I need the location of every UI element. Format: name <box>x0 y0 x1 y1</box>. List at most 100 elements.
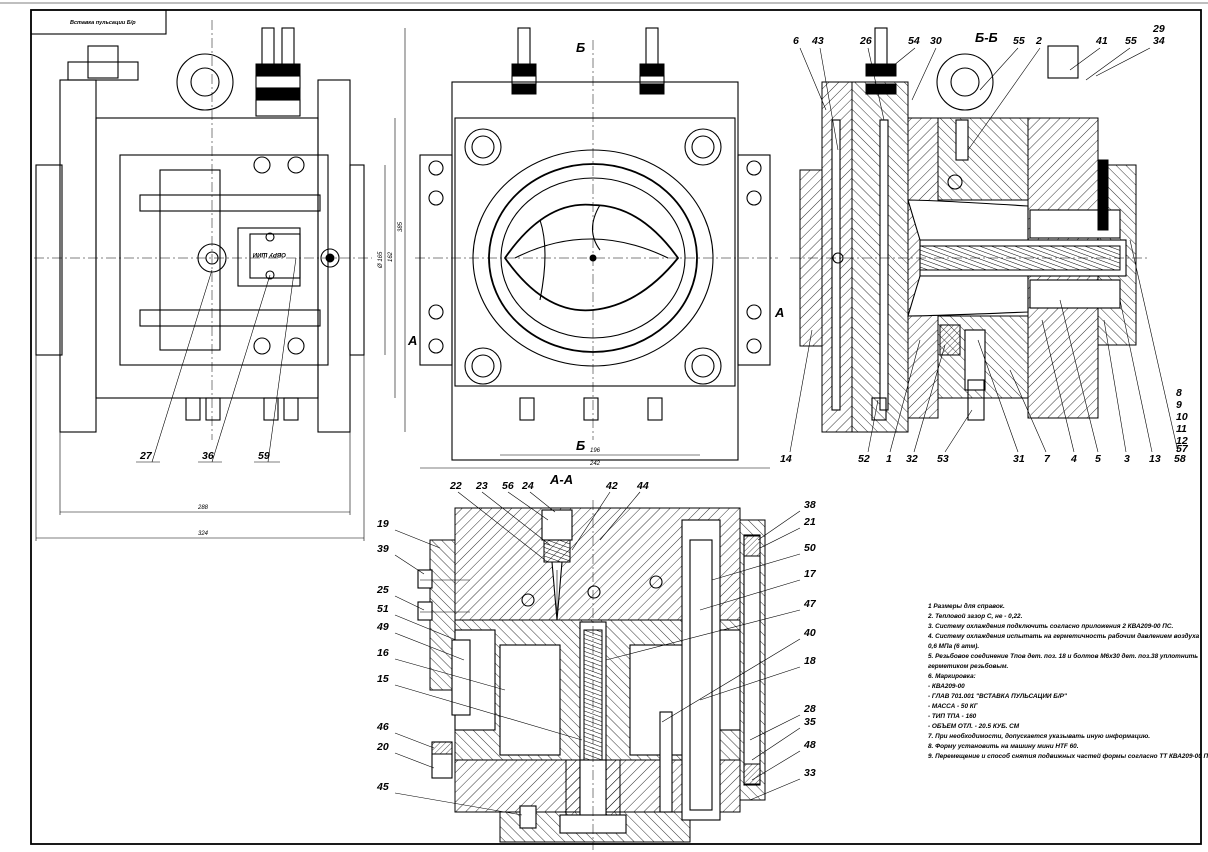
cut-label-b-bottom: Б <box>576 438 585 453</box>
balloon-41: 41 <box>1095 35 1108 47</box>
balloon-4: 4 <box>1070 453 1077 465</box>
balloon-35: 35 <box>804 716 816 728</box>
balloon-34: 34 <box>1153 35 1165 47</box>
balloon-50: 50 <box>804 542 816 554</box>
front-balloons: 27 36 59 <box>136 257 297 463</box>
balloon-8: 8 <box>1176 387 1182 399</box>
note-7: 7. При необходимости, допускается указыв… <box>928 732 1150 740</box>
balloon-12: 12 <box>1176 435 1188 447</box>
balloon-19: 19 <box>377 518 389 530</box>
dim-top-width: 242 <box>589 461 601 467</box>
balloon-31: 31 <box>1013 453 1025 465</box>
balloon-48: 48 <box>803 739 816 751</box>
balloon-38: 38 <box>804 499 816 511</box>
balloon-55b: 55 <box>1125 35 1137 47</box>
note-6b: - ГЛАВ 701.001 "ВСТАВКА ПУЛЬСАЦИИ Б/Р" <box>928 693 1068 700</box>
dim-h3: 162 <box>388 251 394 262</box>
balloon-16: 16 <box>377 647 389 659</box>
balloon-55a: 55 <box>1013 35 1025 47</box>
section-bb-label: Б-Б <box>975 30 998 45</box>
note-2: 2. Тепловой зазор С, не - 0,22. <box>927 612 1023 620</box>
balloon-11: 11 <box>1176 423 1187 435</box>
balloon-49: 49 <box>376 621 389 633</box>
balloon-28: 28 <box>803 703 816 715</box>
note-6c: - МАССА - 50 КГ <box>928 703 979 710</box>
balloon-17: 17 <box>804 568 817 580</box>
balloon-6: 6 <box>793 35 799 47</box>
balloon-43: 43 <box>811 35 824 47</box>
cut-label-a-right: А <box>774 305 784 320</box>
section-bb-balloons: 6 43 26 54 30 55 2 41 55 29 34 14 52 <box>780 23 1189 465</box>
balloon-15: 15 <box>377 673 389 685</box>
balloon-47: 47 <box>803 598 817 610</box>
balloon-56: 56 <box>502 480 514 492</box>
note-3: 3. Систему охлаждения подключить согласн… <box>928 622 1173 630</box>
note-6e: - ОБЪЕМ ОТЛ. - 20.5 КУБ. СМ <box>928 723 1020 730</box>
balloon-42: 42 <box>605 480 618 492</box>
balloon-45: 45 <box>376 781 389 793</box>
section-aa-label: А-А <box>549 472 573 487</box>
balloon-24: 24 <box>521 480 534 492</box>
note-4: 4. Систему охлаждения испытать на гермет… <box>927 632 1200 640</box>
section-aa-view: А-А <box>417 472 766 850</box>
balloon-14: 14 <box>780 453 792 465</box>
balloon-39: 39 <box>377 543 389 555</box>
balloon-32: 32 <box>906 453 918 465</box>
balloon-36: 36 <box>202 450 214 462</box>
balloon-30: 30 <box>930 35 942 47</box>
sheet-frame <box>30 9 1202 845</box>
title-block-label: Вставка пульсации Б/р <box>70 20 136 26</box>
note-5b: герметиком резьбовым. <box>928 662 1009 670</box>
note-6a: - КВА209-00 <box>928 683 965 690</box>
balloon-23: 23 <box>475 480 488 492</box>
section-aa-balloons: 22 23 56 24 42 44 19 39 25 51 49 16 15 4… <box>376 480 817 816</box>
dim-h1: 385 <box>398 221 404 232</box>
balloon-44: 44 <box>636 480 649 492</box>
balloon-58: 58 <box>1174 453 1186 465</box>
balloon-52: 52 <box>858 453 870 465</box>
section-bb-view: Б-Б <box>790 27 1150 433</box>
cut-label-a-left: А <box>407 333 417 348</box>
note-1: 1 Размеры для справок. <box>928 602 1005 610</box>
front-dimensions: 288 324 385 Ø 165 162 <box>35 28 406 541</box>
balloon-10: 10 <box>1176 411 1188 423</box>
plan-dimensions: 242 196 <box>420 448 770 469</box>
balloon-18: 18 <box>804 655 816 667</box>
balloon-29: 29 <box>1152 23 1165 35</box>
balloon-20: 20 <box>376 741 389 753</box>
balloon-9: 9 <box>1176 399 1182 411</box>
balloon-59: 59 <box>258 450 270 462</box>
balloon-26: 26 <box>859 35 872 47</box>
dim-bottom1: 288 <box>197 505 209 511</box>
cut-label-b-top: Б <box>576 40 585 55</box>
balloon-33: 33 <box>804 767 816 779</box>
balloon-53: 53 <box>937 453 949 465</box>
note-6: 6. Маркировка: <box>928 673 976 680</box>
balloon-13: 13 <box>1149 453 1161 465</box>
note-8: 8. Форму установить на машину мини НТF 6… <box>928 743 1079 750</box>
note-4b: 0,6 МПа (6 атм). <box>928 643 979 650</box>
nameplate: ОВРУ ШИИ <box>237 227 301 287</box>
balloon-1: 1 <box>886 453 892 465</box>
technical-notes: 1 Размеры для справок. 2. Тепловой зазор… <box>927 602 1208 760</box>
balloon-54: 54 <box>908 35 920 47</box>
balloon-27: 27 <box>139 450 153 462</box>
balloon-40: 40 <box>803 627 816 639</box>
balloon-21: 21 <box>803 516 816 528</box>
front-view: ОВРУ ШИИ <box>34 20 372 440</box>
title-block: Вставка пульсации Б/р <box>30 9 167 35</box>
note-9: 9. Перемещение и способ снятия подвижных… <box>928 752 1208 760</box>
balloon-7: 7 <box>1044 453 1051 465</box>
dim-h2: Ø 165 <box>378 251 384 269</box>
balloon-57: 57 <box>1176 443 1189 455</box>
dim-top-inner: 196 <box>590 448 601 454</box>
balloon-46: 46 <box>376 721 389 733</box>
balloon-5: 5 <box>1095 453 1101 465</box>
svg-text:ОВРУ ШИИ: ОВРУ ШИИ <box>252 251 286 257</box>
dim-bottom2: 324 <box>198 531 209 537</box>
balloon-25: 25 <box>376 584 389 596</box>
balloon-51: 51 <box>377 603 389 615</box>
balloon-2: 2 <box>1035 35 1042 47</box>
balloon-22: 22 <box>449 480 462 492</box>
plan-view: Б Б А А <box>407 27 784 461</box>
